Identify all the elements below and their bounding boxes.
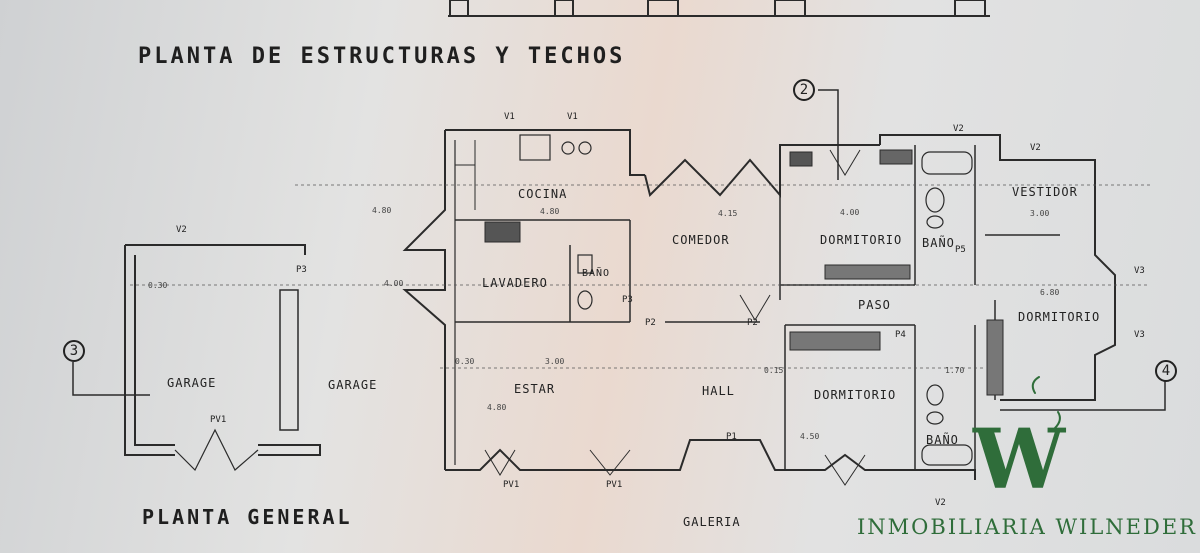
house-wall-west	[402, 130, 446, 470]
door-tag: P1	[726, 432, 737, 442]
built-in-wardrobe	[789, 331, 881, 351]
top-strip-window	[449, 0, 469, 17]
sink	[561, 141, 575, 155]
dimension-label: 4.00	[384, 279, 404, 288]
built-in-wardrobe	[986, 319, 1004, 396]
toilet	[925, 187, 945, 213]
door-tag: P3	[622, 295, 633, 305]
top-strip-window	[954, 0, 986, 17]
room-label-vestidor: VESTIDOR	[1012, 185, 1078, 199]
structural-column	[879, 149, 913, 165]
drawing-title-top: PLANTA DE ESTRUCTURAS Y TECHOS	[138, 44, 626, 69]
garage-wall	[124, 245, 175, 456]
toilet	[577, 290, 593, 310]
axis-4-leader	[1000, 380, 1166, 411]
dimension-label: 4.80	[372, 206, 392, 215]
room-label-bano-servicio: BAÑO	[582, 268, 611, 279]
axis-marker-4: 4	[1155, 360, 1177, 382]
dimension-label: 3.00	[545, 357, 565, 366]
dimension-label: 3.00	[1030, 209, 1050, 218]
dimension-label: 0.15	[764, 366, 784, 375]
axis-marker-3: 3	[63, 340, 85, 362]
garage-column	[279, 289, 299, 431]
window-tag: V1	[504, 112, 515, 122]
room-label-galeria: GALERIA	[683, 515, 741, 529]
window-tag: V3	[1134, 266, 1145, 276]
room-label-bano-1: BAÑO	[922, 236, 955, 250]
house-wall-north-dining	[644, 144, 880, 198]
dimension-label: 4.50	[800, 432, 820, 441]
top-strip-window	[774, 0, 806, 17]
structural-column	[789, 151, 813, 167]
room-label-dormitorio-1: DORMITORIO	[820, 233, 903, 247]
room-label-paso: PASO	[858, 298, 891, 312]
window-tag: V2	[1030, 143, 1041, 153]
axis-marker-2: 2	[793, 79, 815, 101]
house-wall-south	[445, 439, 976, 480]
door-swing	[824, 454, 866, 486]
toilet	[926, 384, 944, 406]
garage-wall-inner	[134, 255, 175, 446]
door-swing	[484, 449, 516, 476]
house-wall-north-kitchen	[445, 129, 645, 176]
brand-name: INMOBILIARIA WILNEDER	[857, 515, 1197, 539]
door-tag: P3	[296, 265, 307, 275]
dimension-label: 1.70	[945, 366, 965, 375]
door-tag: PV1	[210, 415, 227, 425]
bidet	[926, 215, 944, 229]
kitchen-counter	[519, 134, 551, 161]
bathtub	[921, 151, 973, 175]
axis-2-leader	[818, 89, 839, 180]
garage-wall	[258, 444, 321, 456]
room-label-estar: ESTAR	[514, 382, 556, 396]
dimension-label: 4.00	[840, 208, 860, 217]
house-wall-east	[879, 134, 1116, 401]
room-label-dormitorio-3: DORMITORIO	[814, 388, 897, 402]
door-swing	[739, 294, 771, 321]
window-tag: V2	[935, 498, 946, 508]
window-tag: V3	[1134, 330, 1145, 340]
top-strip-window	[554, 0, 574, 17]
room-label-hall: HALL	[702, 384, 735, 398]
top-strip-window	[647, 0, 679, 17]
door-tag: PV1	[606, 480, 623, 490]
sink	[578, 141, 592, 155]
door-tag: P5	[955, 245, 966, 255]
garage-door-swing	[174, 428, 259, 472]
axis-3-leader	[72, 362, 150, 396]
door-tag: P4	[895, 330, 906, 340]
bidet	[926, 411, 944, 425]
door-tag: PV1	[503, 480, 520, 490]
window-tag: V2	[176, 225, 187, 235]
bathtub	[921, 444, 973, 466]
appliance	[484, 221, 521, 243]
window-tag: V1	[567, 112, 578, 122]
door-tag: P2	[645, 318, 656, 328]
room-label-comedor: COMEDOR	[672, 233, 730, 247]
dimension-label: 0.30	[455, 357, 475, 366]
door-swing	[589, 449, 631, 476]
door-tag: P2	[747, 318, 758, 328]
dimension-label: 4.15	[718, 209, 738, 218]
dimension-label: 4.80	[540, 207, 560, 216]
drawing-title-bottom: PLANTA GENERAL	[142, 505, 353, 529]
room-label-lavadero: LAVADERO	[482, 276, 548, 290]
dimension-label: 4.80	[487, 403, 507, 412]
built-in-wardrobe	[824, 264, 911, 280]
room-label-garage-1: GARAGE	[167, 376, 217, 390]
room-label-bano-2: BAÑO	[926, 433, 959, 447]
room-label-cocina: COCINA	[518, 187, 568, 201]
room-label-garage-2: GARAGE	[328, 378, 378, 392]
shower	[577, 254, 593, 274]
room-label-dormitorio-2: DORMITORIO	[1018, 310, 1101, 324]
garage-wall	[125, 244, 306, 255]
dimension-label: 0.30	[148, 281, 168, 290]
window-tag: V2	[953, 124, 964, 134]
dimension-label: 6.80	[1040, 288, 1060, 297]
door-swing	[829, 149, 861, 176]
